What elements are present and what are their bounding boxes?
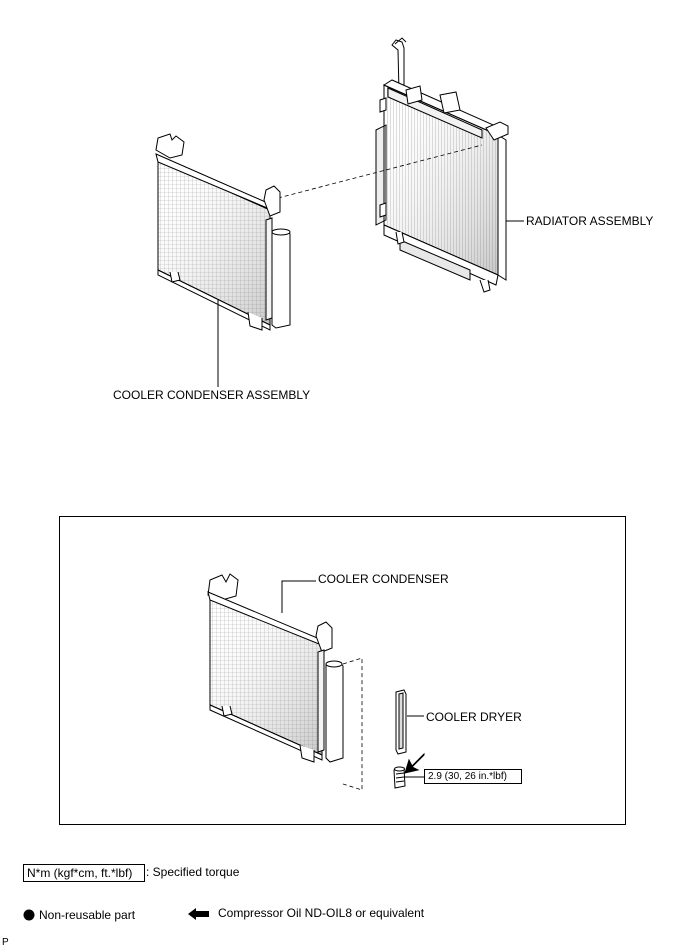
cooler-dryer	[395, 689, 407, 755]
oil-desc: Compressor Oil ND-OIL8 or equivalent	[218, 906, 425, 920]
torque-key-desc: : Specified torque	[146, 865, 240, 879]
cooler-dryer-label: COOLER DRYER	[426, 710, 522, 724]
torque-key-box: N*m (kgf*cm, ft.*lbf)	[23, 864, 145, 882]
condenser-assembly	[155, 133, 291, 331]
nonreusable-dot-icon	[23, 909, 35, 921]
nonreusable-desc: Non-reusable part	[39, 908, 136, 922]
detail-frame	[59, 516, 626, 825]
radiator-assembly-label: RADIATOR ASSEMBLY	[526, 214, 654, 228]
footer-code: P	[2, 937, 9, 948]
torque-callout: 2.9 (30, 26 in.*lbf)	[424, 769, 522, 784]
condenser-assembly-label: COOLER CONDENSER ASSEMBLY	[113, 388, 311, 402]
plug-cap	[393, 766, 406, 789]
oil-arrow-icon	[404, 752, 425, 774]
radiator-assembly	[375, 37, 509, 293]
oil-legend-arrow-icon	[188, 908, 209, 920]
cooler-condenser-label: COOLER CONDENSER	[318, 572, 449, 586]
detail-condenser	[207, 573, 344, 763]
